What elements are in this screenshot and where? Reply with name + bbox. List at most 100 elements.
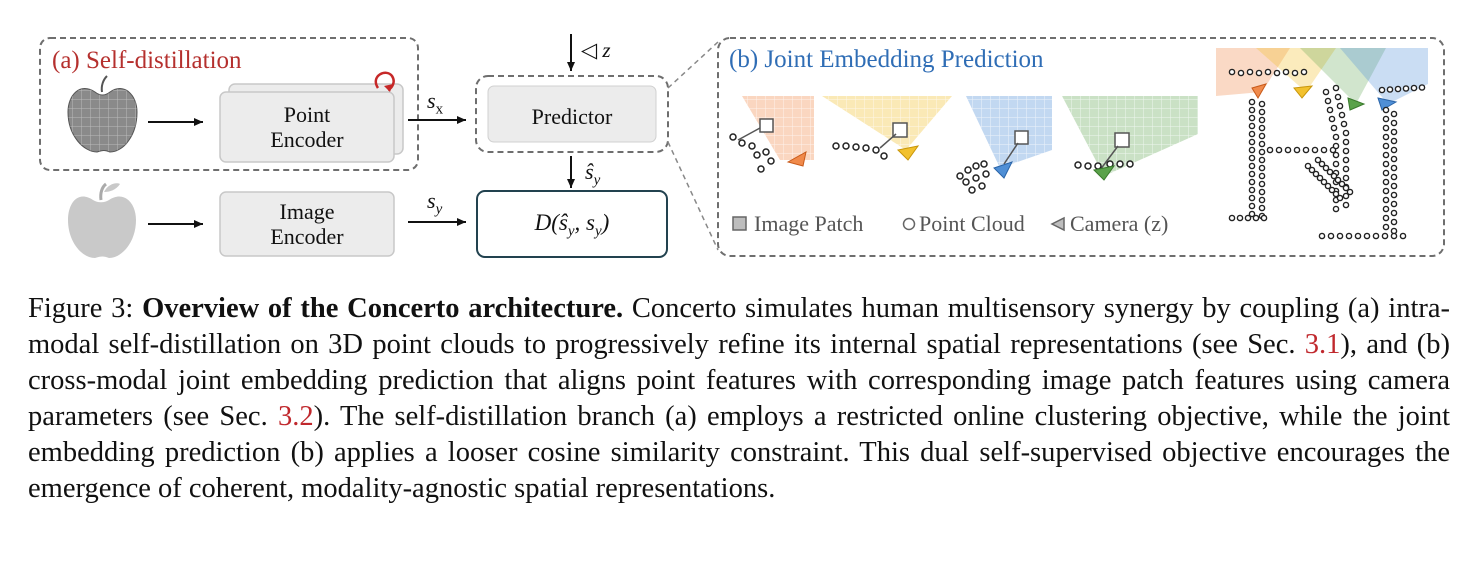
scene-point xyxy=(1390,218,1398,226)
scene-point xyxy=(1382,169,1390,177)
view-blue xyxy=(956,96,1052,194)
view-green xyxy=(1062,96,1198,181)
scene-point xyxy=(1275,146,1283,154)
scene-point xyxy=(1258,172,1266,180)
loss-sub-1: y xyxy=(567,223,575,240)
scene-point xyxy=(1236,214,1244,222)
scene-point xyxy=(1382,214,1390,222)
scene-point xyxy=(1399,232,1407,240)
image-encoder-label: Image Encoder xyxy=(220,199,394,249)
scene-point xyxy=(1322,88,1330,96)
scene-point xyxy=(1258,108,1266,116)
scene-point xyxy=(1345,232,1353,240)
scene-point xyxy=(1328,115,1336,123)
scene-point xyxy=(1248,162,1256,170)
scene-point xyxy=(1314,156,1322,164)
scene-point xyxy=(1382,115,1390,123)
scene-point xyxy=(1248,178,1256,186)
scene-point xyxy=(1342,165,1350,173)
scene-point xyxy=(1244,214,1252,222)
caption-text-1: Concerto simulates human multisensory sy… xyxy=(28,293,1451,360)
section-ref-3-2[interactable]: 3.2 xyxy=(277,401,314,432)
scene-point xyxy=(1382,205,1390,213)
scene-point xyxy=(1342,192,1350,200)
scene-point xyxy=(1390,173,1398,181)
scene-point xyxy=(1284,146,1292,154)
scene-point xyxy=(1410,84,1418,92)
zoom-line-bottom xyxy=(667,141,719,251)
scene-point xyxy=(1266,146,1274,154)
scene-point xyxy=(1248,146,1256,154)
point-encoder-label-line2: Encoder xyxy=(270,127,344,152)
scene-point xyxy=(1248,154,1256,162)
scene-point xyxy=(1382,133,1390,141)
scene-point xyxy=(1302,146,1310,154)
scene-point xyxy=(1304,162,1312,170)
point-encoder-label: Point Encoder xyxy=(220,102,394,152)
scene-point xyxy=(1248,170,1256,178)
architecture-figure: (a) Self-distillation Point Encoder Imag… xyxy=(0,0,1463,268)
camera-legend-icon xyxy=(1050,216,1065,232)
scene-point xyxy=(1342,184,1350,192)
panel-a-title: (a) Self-distillation xyxy=(52,47,242,74)
scene-point xyxy=(1260,214,1268,222)
caption-figure-label: Figure 3: xyxy=(28,293,134,324)
scene-point xyxy=(1320,178,1328,186)
scene-point xyxy=(1228,68,1236,76)
scene-point xyxy=(1248,114,1256,122)
scene-point xyxy=(1258,188,1266,196)
apple-point-cloud-icon xyxy=(67,75,138,153)
scene-point xyxy=(1248,130,1256,138)
scene-point xyxy=(1248,194,1256,202)
scene-point xyxy=(1326,168,1334,176)
scene-point xyxy=(1330,172,1338,180)
panel-b-title: (b) Joint Embedding Prediction xyxy=(729,46,1044,73)
scene-point xyxy=(1382,106,1390,114)
scene-point xyxy=(1258,156,1266,164)
section-ref-3-1[interactable]: 3.1 xyxy=(1304,329,1341,360)
scene-point xyxy=(1390,128,1398,136)
scene-point xyxy=(1342,174,1350,182)
scene-point xyxy=(1382,223,1390,231)
scene-point xyxy=(1336,102,1344,110)
sy-subscript: y xyxy=(435,201,443,218)
scene-point xyxy=(1324,97,1332,105)
scene-point xyxy=(1246,68,1254,76)
image-patch-legend-icon xyxy=(732,216,747,231)
scene-point xyxy=(1334,176,1342,184)
loss-label-start: D(ŝ xyxy=(534,210,568,235)
scene-point xyxy=(1390,209,1398,217)
scene-point xyxy=(1332,84,1340,92)
scene-point xyxy=(1386,86,1394,93)
legend-image-patch: Image Patch xyxy=(754,211,864,236)
scene-point xyxy=(1248,98,1256,106)
scene-point xyxy=(1390,191,1398,199)
scene-point xyxy=(1382,151,1390,159)
scene-point xyxy=(1390,232,1398,240)
scene-point xyxy=(1332,160,1340,168)
predicted-sy-subscript: y xyxy=(593,172,601,189)
scene-point xyxy=(1354,232,1362,240)
scene-point xyxy=(1293,146,1301,154)
sx-subscript: x xyxy=(435,101,444,118)
scene-point xyxy=(1382,196,1390,204)
view-orange xyxy=(729,96,814,173)
scene-point xyxy=(1342,201,1350,209)
scene-point xyxy=(1382,178,1390,186)
scene-point xyxy=(1258,116,1266,124)
scene-point xyxy=(1248,106,1256,114)
scene-point xyxy=(1248,210,1256,218)
scene-point xyxy=(1332,151,1340,159)
scene-point xyxy=(1332,190,1340,198)
scene-point xyxy=(1312,170,1320,178)
scene-point xyxy=(1418,84,1426,91)
scene-point xyxy=(1390,110,1398,118)
caption-text-3: ). The self-distillation branch (a) empl… xyxy=(28,401,1451,504)
scene-point xyxy=(1390,119,1398,127)
scene-point xyxy=(1381,232,1389,240)
scene-point xyxy=(1330,124,1338,132)
figure-caption: Figure 3: Overview of the Concerto archi… xyxy=(28,291,1450,507)
caption-bold-title: Overview of the Concerto architecture. xyxy=(142,293,624,324)
sy-symbol: s xyxy=(427,188,436,213)
point-encoder-box xyxy=(219,91,395,163)
